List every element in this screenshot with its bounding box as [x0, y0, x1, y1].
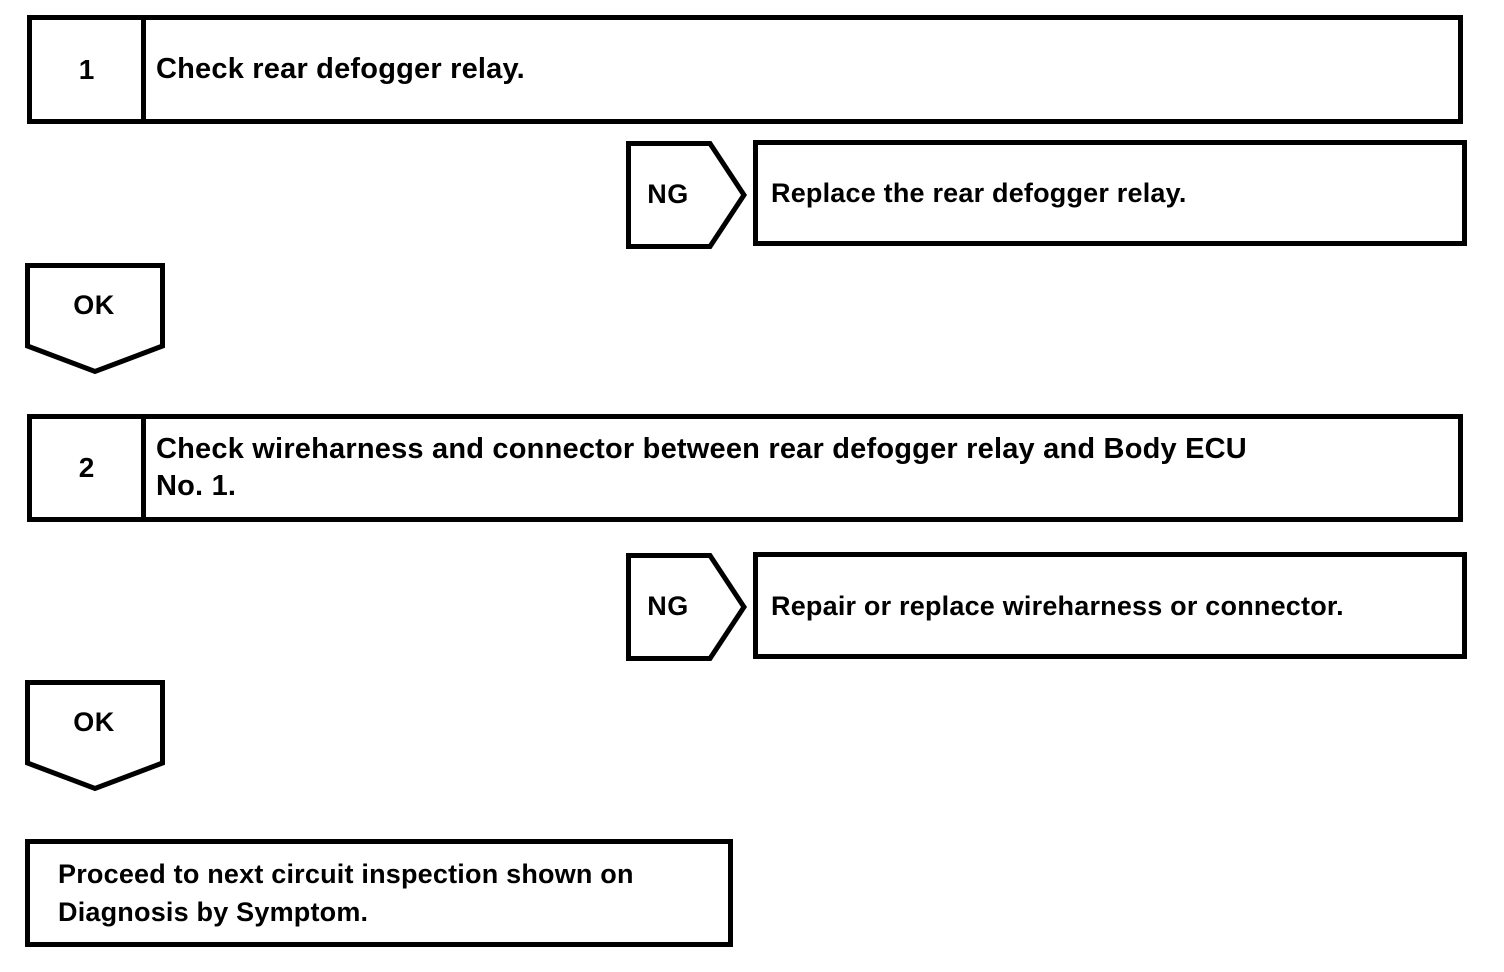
step-box-1: 1 Check rear defogger relay.	[27, 15, 1463, 124]
terminal-box: Proceed to next circuit inspection shown…	[25, 839, 733, 947]
ng-label-1: NG	[647, 178, 689, 209]
ng-connector-1: NG	[626, 141, 747, 249]
step-1-instruction-line: Check rear defogger relay.	[156, 53, 525, 85]
ng-connector-2: NG	[626, 553, 747, 661]
step-box-2: 2 Check wireharness and connector betwee…	[27, 414, 1463, 522]
terminal-line-1: Proceed to next circuit inspection shown…	[58, 859, 634, 889]
terminal-line-2: Diagnosis by Symptom.	[58, 897, 369, 927]
ng-right-arrow-icon	[626, 553, 747, 661]
step-2-number: 2	[32, 419, 146, 517]
ng-action-2-line: Repair or replace wireharness or connect…	[771, 590, 1344, 621]
ok-down-arrow-icon	[25, 263, 165, 375]
ng-right-arrow-icon	[626, 141, 747, 249]
ng-action-box-2: Repair or replace wireharness or connect…	[753, 552, 1467, 659]
ok-label-2: OK	[73, 706, 115, 737]
ok-connector-1: OK	[25, 263, 165, 375]
step-1-number: 1	[32, 20, 146, 119]
ok-down-arrow-icon	[25, 680, 165, 792]
ng-action-box-1: Replace the rear defogger relay.	[753, 140, 1467, 246]
step-2-instruction: Check wireharness and connector between …	[146, 419, 1458, 517]
step-1-instruction: Check rear defogger relay.	[146, 20, 1458, 119]
ok-connector-2: OK	[25, 680, 165, 792]
step-2-instruction-line: Check wireharness and connector between …	[156, 433, 1247, 465]
ok-label-1: OK	[73, 289, 115, 320]
ng-label-2: NG	[647, 590, 689, 621]
step-2-instruction-line: No. 1.	[156, 470, 237, 502]
ng-action-1-line: Replace the rear defogger relay.	[771, 178, 1187, 208]
